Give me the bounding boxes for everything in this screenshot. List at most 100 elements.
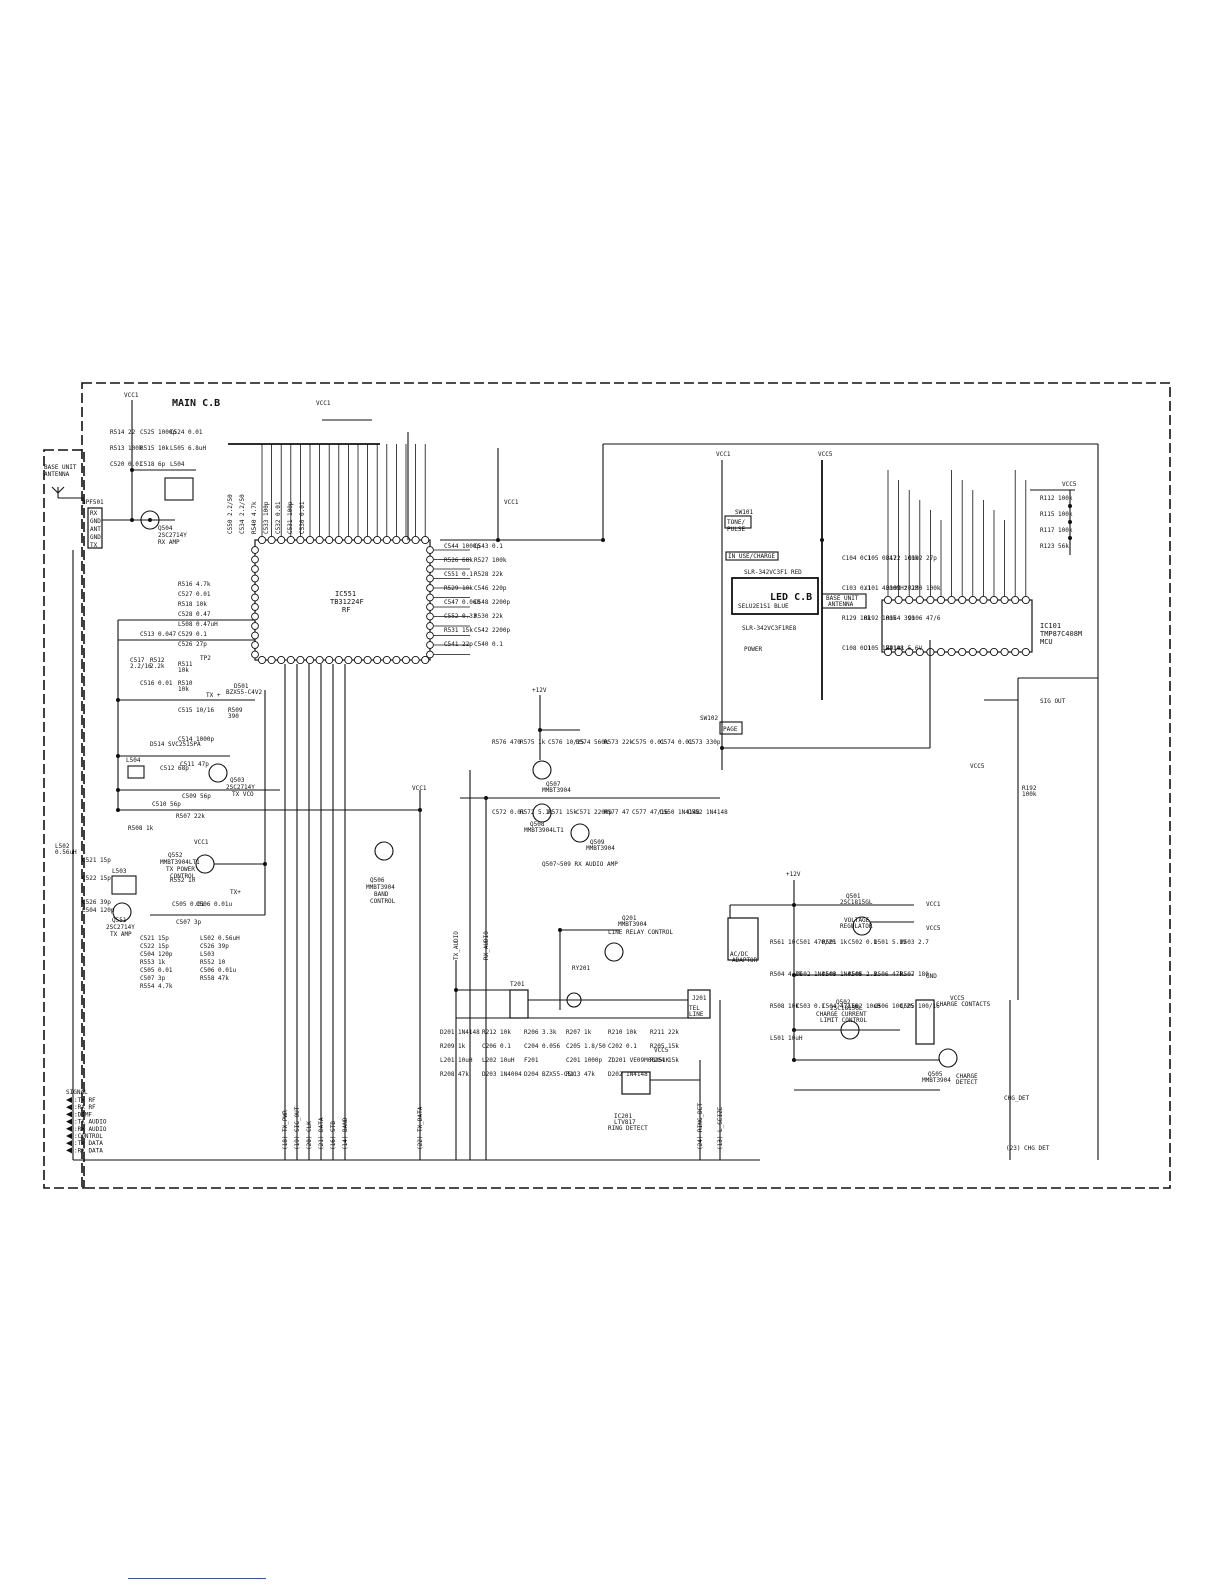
ic101-pin <box>915 595 924 605</box>
component-label: R514 22 <box>110 429 136 436</box>
svg-text:CONTROL: CONTROL <box>170 873 196 880</box>
svg-text:DETECT: DETECT <box>956 1079 978 1086</box>
ic101-pin <box>883 595 893 605</box>
page-switch[interactable] <box>719 721 743 735</box>
svg-text:VCC5: VCC5 <box>818 451 833 458</box>
junction-dot <box>538 728 542 732</box>
ic551-pin <box>426 641 434 649</box>
ic201-ref: IC201 <box>614 1113 632 1120</box>
component-label: C524 0.01 <box>170 429 203 436</box>
component-label: R211 22k <box>650 1029 679 1036</box>
component-label: R529 10k <box>444 585 473 592</box>
component-label: L505 6.8uH <box>170 445 207 452</box>
ic101-pin <box>947 647 956 657</box>
component-label: R540 4.7k <box>251 501 258 534</box>
ic551-pin <box>315 535 324 545</box>
component-label: R208 47k <box>440 1071 469 1078</box>
svg-text:C526 39p: C526 39p <box>82 899 111 906</box>
svg-text:ADAPTOR: ADAPTOR <box>732 957 758 964</box>
component-label: C532 0.01 <box>275 501 282 534</box>
ic101-pin <box>1011 647 1020 657</box>
svg-text:(23) CHG DET: (23) CHG DET <box>1006 1145 1050 1152</box>
svg-text:TX AMP: TX AMP <box>110 931 132 938</box>
svg-text:TX+: TX+ <box>230 889 241 896</box>
ic551-pin <box>325 655 334 665</box>
svg-text:C511 47p: C511 47p <box>180 761 209 768</box>
component-label: D552 1N4148 <box>688 809 728 816</box>
ic551-pin <box>334 655 343 665</box>
component-label: C502 0.1 <box>848 939 877 946</box>
component-label: C541 22p <box>444 641 473 648</box>
junction-dot <box>418 808 422 812</box>
ic551-pin <box>251 631 259 640</box>
svg-text:RX: RX <box>90 510 98 517</box>
rail-label: VCC1 <box>124 392 139 399</box>
rx-audio-title: Q507~509 RX AUDIO AMP <box>542 861 618 868</box>
component-label: C506 100/25 <box>874 1003 914 1010</box>
component-label: C528 0.47 <box>178 611 211 618</box>
svg-text:Q504: Q504 <box>158 525 173 532</box>
ic101-pin <box>979 595 988 605</box>
ic551-pin <box>251 546 259 554</box>
ic551-pin <box>305 655 315 665</box>
component-label: R130 100k <box>908 585 941 592</box>
legend-item: :RX DATA <box>74 1147 103 1154</box>
svg-text:Q505: Q505 <box>928 1071 943 1078</box>
svg-text:Q551: Q551 <box>112 917 127 924</box>
component-label: D202 1N4148 <box>608 1071 648 1078</box>
component-label: R205 15k <box>650 1043 679 1050</box>
svg-text:L503: L503 <box>112 868 127 875</box>
component-label: R112 100k <box>1040 495 1073 502</box>
component-label: C533 100p <box>263 501 270 534</box>
ic551-pin <box>296 655 305 665</box>
junction-dot <box>496 538 500 542</box>
svg-text:CHARGE CURRENT: CHARGE CURRENT <box>816 1011 867 1018</box>
junction-dot <box>1068 536 1072 540</box>
component-label: R115 100k <box>1040 511 1073 518</box>
component-label: R117 100k <box>1040 527 1073 534</box>
ic551-pin <box>267 655 276 665</box>
component-label: C572 0.01 <box>492 809 525 816</box>
ic551-pin <box>251 584 259 592</box>
svg-text:GND: GND <box>90 534 101 541</box>
svg-text:AC/DC: AC/DC <box>730 951 748 958</box>
svg-text:C505 0.01: C505 0.01 <box>172 901 205 908</box>
bus-label: (20) CLK <box>306 1121 313 1150</box>
component-label: C525 1000p <box>140 429 177 436</box>
tone-pulse-switch[interactable] <box>724 515 752 529</box>
svg-text:2SC1815GL: 2SC1815GL <box>830 1005 863 1012</box>
component-label: C518 6p <box>140 461 166 468</box>
component-label: R554 4.7k <box>140 983 173 990</box>
ic101-pin <box>989 595 999 605</box>
svg-text:T201: T201 <box>510 981 525 988</box>
svg-text:C509 56p: C509 56p <box>182 793 211 800</box>
junction-dot <box>148 518 152 522</box>
component-label: ZD101 5.6V <box>886 645 923 652</box>
component-label: ZD201 VE09M00251K <box>608 1057 670 1064</box>
svg-text:GND: GND <box>90 518 101 525</box>
antenna-frame <box>43 449 85 1189</box>
bus-label: (16) STB <box>330 1121 337 1150</box>
component-label: R206 3.3k <box>524 1029 557 1036</box>
component-label: D201 1N4148 <box>440 1029 480 1036</box>
component-label: C526 27p <box>178 641 207 648</box>
svg-text:C521 15p: C521 15p <box>82 857 111 864</box>
q505-transistor <box>938 1048 958 1068</box>
component-label: R207 1k <box>566 1029 592 1036</box>
svg-text:TP2: TP2 <box>200 655 211 662</box>
svg-text:R192: R192 <box>1022 785 1037 792</box>
ic101-pin <box>989 647 999 657</box>
junction-dot <box>601 538 605 542</box>
junction-dot <box>792 1058 796 1062</box>
ic101-pin <box>1000 647 1009 657</box>
component-label: C102 27p <box>908 555 937 562</box>
component-label: C550 2.2/50 <box>227 494 234 534</box>
svg-text:Q508: Q508 <box>530 821 545 828</box>
l503-coil <box>111 875 137 895</box>
svg-text:C515 10/16: C515 10/16 <box>178 707 215 714</box>
l504-coil <box>164 477 194 501</box>
junction-dot <box>1068 520 1072 524</box>
component-label: C103 0.1 <box>842 585 871 592</box>
component-label: R516 4.7k <box>178 581 211 588</box>
svg-text:Q501: Q501 <box>846 893 861 900</box>
